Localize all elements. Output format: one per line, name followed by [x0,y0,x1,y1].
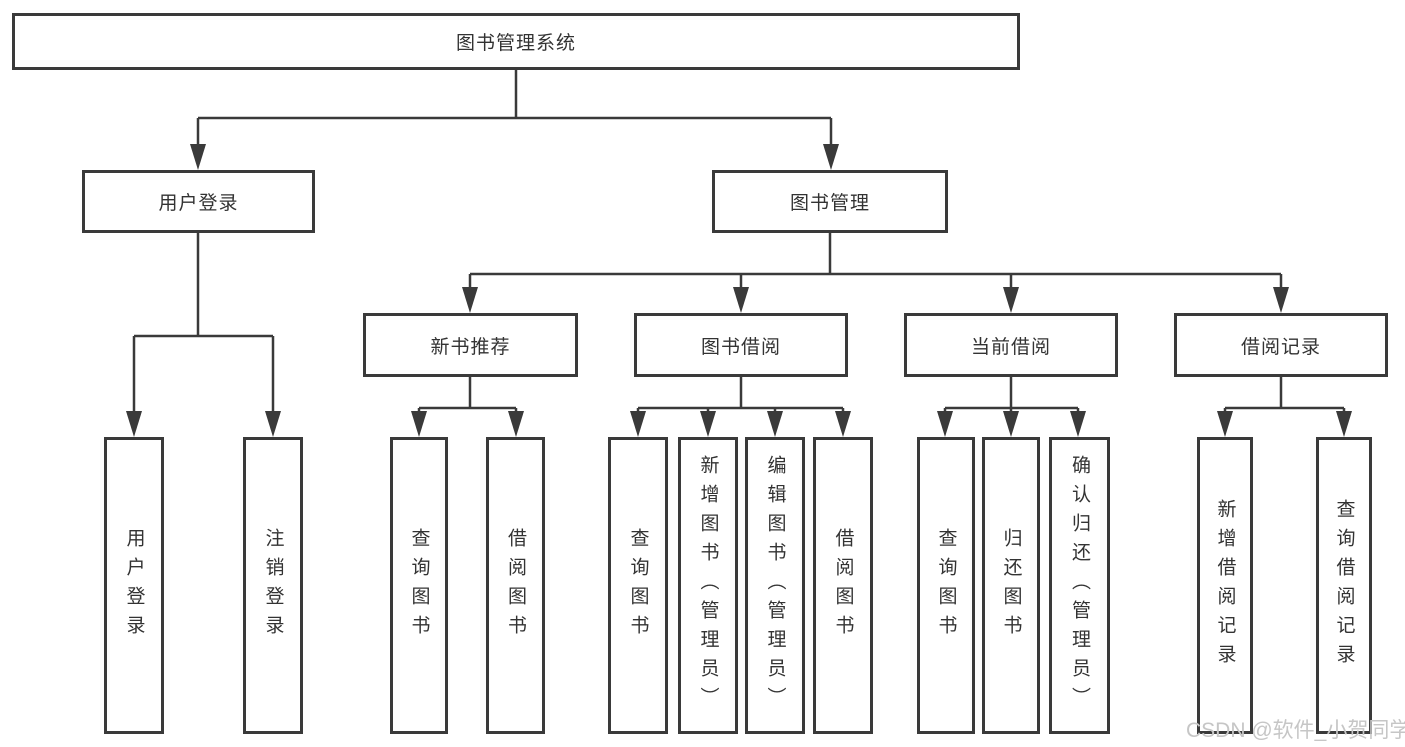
node-borrow-records: 借阅记录 [1174,313,1388,377]
leaf-query-books-current-label: 查询图书 [935,527,957,644]
node-borrow-records-label: 借阅记录 [1240,336,1321,358]
leaf-return-books: 归还图书 [982,437,1040,734]
node-root-library-system: 图书管理系统 [12,13,1020,70]
leaf-query-books-current: 查询图书 [917,437,975,734]
leaf-query-books-borrow-label: 查询图书 [627,527,649,644]
leaf-borrow-books-recommend-label: 借阅图书 [505,527,526,644]
leaf-add-borrow-record-label: 新增借阅记录 [1214,498,1236,673]
leaf-confirm-return-admin: 确认归还（管理员） [1049,437,1110,734]
node-current-borrow: 当前借阅 [904,313,1118,377]
leaf-query-books-recommend: 查询图书 [390,437,448,734]
node-new-book-recommend: 新书推荐 [363,313,578,377]
node-user-login-label: 用户登录 [158,193,239,214]
leaf-borrow-books-label: 借阅图书 [832,527,854,644]
leaf-edit-books-admin-label: 编辑图书（管理员） [764,455,786,716]
leaf-borrow-books: 借阅图书 [813,437,873,734]
leaf-add-books-admin-label: 新增图书（管理员） [697,455,719,716]
leaf-confirm-return-admin-label: 确认归还（管理员） [1069,455,1090,716]
node-user-login: 用户登录 [82,170,315,233]
node-root-label: 图书管理系统 [455,33,576,54]
leaf-query-borrow-record-label: 查询借阅记录 [1333,498,1355,673]
leaf-query-books-borrow: 查询图书 [608,437,668,734]
leaf-user-login: 用户登录 [104,437,164,734]
leaf-logout: 注销登录 [243,437,303,734]
leaf-borrow-books-recommend: 借阅图书 [486,437,545,734]
node-book-borrow-label: 图书借阅 [700,336,781,358]
node-book-management: 图书管理 [712,170,948,233]
csdn-watermark: CSDN @软件_小贺同学 [1186,719,1405,742]
node-book-management-label: 图书管理 [789,193,870,214]
node-new-book-recommend-label: 新书推荐 [430,336,511,358]
leaf-add-borrow-record: 新增借阅记录 [1197,437,1253,734]
leaf-query-borrow-record: 查询借阅记录 [1316,437,1372,734]
leaf-add-books-admin: 新增图书（管理员） [678,437,738,734]
leaf-return-books-label: 归还图书 [1000,527,1022,644]
leaf-query-books-recommend-label: 查询图书 [408,527,430,644]
node-book-borrow: 图书借阅 [634,313,848,377]
arrowheads [126,144,1352,437]
leaf-user-login-label: 用户登录 [123,527,145,644]
leaf-logout-label: 注销登录 [262,527,284,644]
leaf-edit-books-admin: 编辑图书（管理员） [745,437,805,734]
node-current-borrow-label: 当前借阅 [970,336,1051,358]
